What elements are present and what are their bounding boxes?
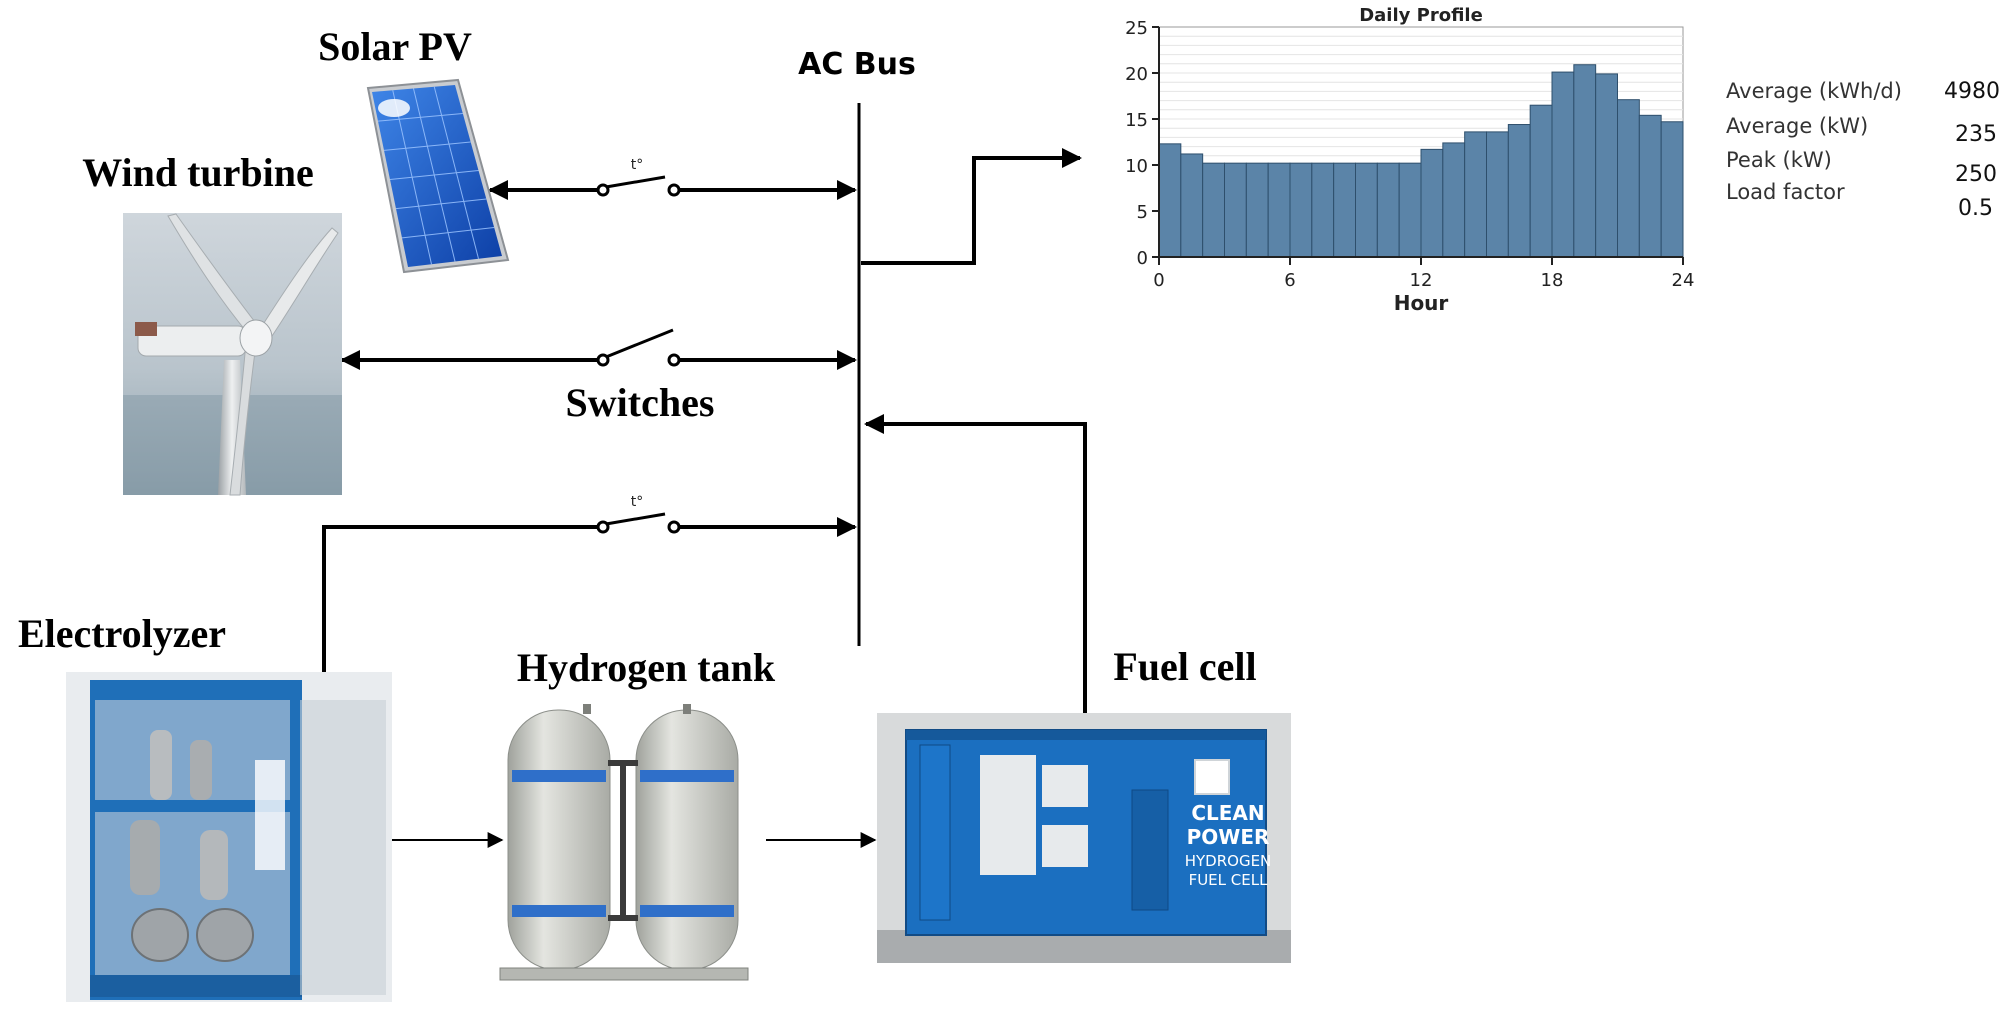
stat-value-avg-kw: 235 (1955, 122, 1997, 147)
chart-bar (1595, 73, 1618, 258)
chart-bar (1180, 153, 1204, 258)
chart-bar (1245, 162, 1269, 258)
chart-bar (1638, 114, 1662, 258)
chart-y-tick-label: 15 (1125, 110, 1148, 131)
solar-switch-line (488, 175, 857, 200)
electrolyzer-switch-line (322, 512, 857, 672)
electrolyzer-switch-mark: t° (631, 494, 644, 510)
daily-profile-chart: 0 5 10 15 20 25 0 6 12 18 24 Daily Profile Hour (1125, 5, 1694, 315)
chart-bar (1660, 121, 1684, 258)
chart-x-tick-label: 0 (1153, 270, 1164, 291)
wind-switch-line (340, 328, 857, 370)
chart-bar (1355, 162, 1378, 258)
chart-bar (1486, 131, 1509, 258)
hydrogen-tank-label: Hydrogen tank (517, 645, 776, 690)
wind-turbine-image (123, 213, 342, 496)
chart-x-tick-label: 12 (1410, 270, 1433, 291)
stat-value-load-factor: 0.5 (1958, 196, 1993, 221)
chart-x-ticks: 0 6 12 18 24 (1153, 257, 1694, 291)
chart-title: Daily Profile (1359, 5, 1483, 26)
chart-bars (1158, 64, 1684, 258)
chart-bar (1289, 162, 1313, 258)
load-feed-line (861, 148, 1082, 265)
chart-x-tick-label: 18 (1541, 270, 1564, 291)
chart-y-tick-label: 10 (1125, 156, 1148, 177)
chart-bar (1376, 162, 1400, 258)
chart-x-label: Hour (1394, 291, 1449, 315)
chart-bar (1573, 64, 1597, 258)
switches-label: Switches (566, 380, 715, 425)
fuel-cell-image: CLEAN POWER HYDROGEN FUEL CELL (877, 713, 1291, 963)
chart-bar (1311, 162, 1335, 258)
stat-label-avg-kwh: Average (kWh/d) (1726, 79, 1902, 103)
solar-panel-image (366, 78, 510, 274)
stat-value-peak-kw: 250 (1955, 162, 1997, 187)
chart-y-tick-label: 25 (1125, 18, 1148, 39)
ac-bus-label: AC Bus (798, 47, 916, 82)
chart-x-tick-label: 24 (1672, 270, 1695, 291)
chart-bar (1464, 131, 1487, 258)
chart-x-tick-label: 6 (1284, 270, 1295, 291)
stat-label-avg-kw: Average (kW) (1726, 114, 1868, 138)
solar-pv-label: Solar PV (318, 24, 472, 69)
stat-label-load-factor: Load factor (1726, 180, 1845, 204)
chart-bar (1617, 99, 1640, 258)
fuel-cell-sign-line4: FUEL CELL (1189, 871, 1269, 889)
fuel-cell-label: Fuel cell (1113, 644, 1256, 689)
chart-bar (1158, 143, 1182, 258)
electrolyzer-image (66, 672, 392, 1002)
chart-y-tick-label: 0 (1137, 248, 1148, 269)
chart-bar (1420, 148, 1444, 258)
chart-y-tick-label: 20 (1125, 64, 1148, 85)
chart-bar (1551, 71, 1575, 258)
fuel-cell-sign-line1: CLEAN (1191, 801, 1264, 825)
hydrogen-tank-image (499, 704, 749, 981)
electrolyzer-label: Electrolyzer (18, 611, 226, 656)
chart-bar (1202, 162, 1225, 258)
stat-label-peak-kw: Peak (kW) (1726, 148, 1832, 172)
chart-bar (1529, 104, 1553, 258)
fuel-cell-feed-line (864, 414, 1087, 713)
wind-turbine-label: Wind turbine (82, 150, 314, 195)
chart-bar (1267, 162, 1291, 258)
chart-bar (1398, 162, 1422, 258)
solar-switch-mark: t° (631, 157, 644, 173)
chart-y-ticks: 0 5 10 15 20 25 (1125, 18, 1159, 269)
fuel-cell-sign-line2: POWER (1187, 825, 1270, 849)
chart-bar (1333, 162, 1356, 258)
fuel-cell-sign-line3: HYDROGEN (1185, 852, 1272, 870)
chart-bar (1224, 162, 1247, 258)
load-stats: Average (kWh/d) 4980 Average (kW) 235 Pe… (1726, 79, 2000, 221)
stat-value-avg-kwh: 4980 (1944, 79, 2000, 104)
chart-bar (1442, 142, 1466, 258)
chart-y-tick-label: 5 (1137, 202, 1148, 223)
chart-bar (1507, 124, 1531, 258)
